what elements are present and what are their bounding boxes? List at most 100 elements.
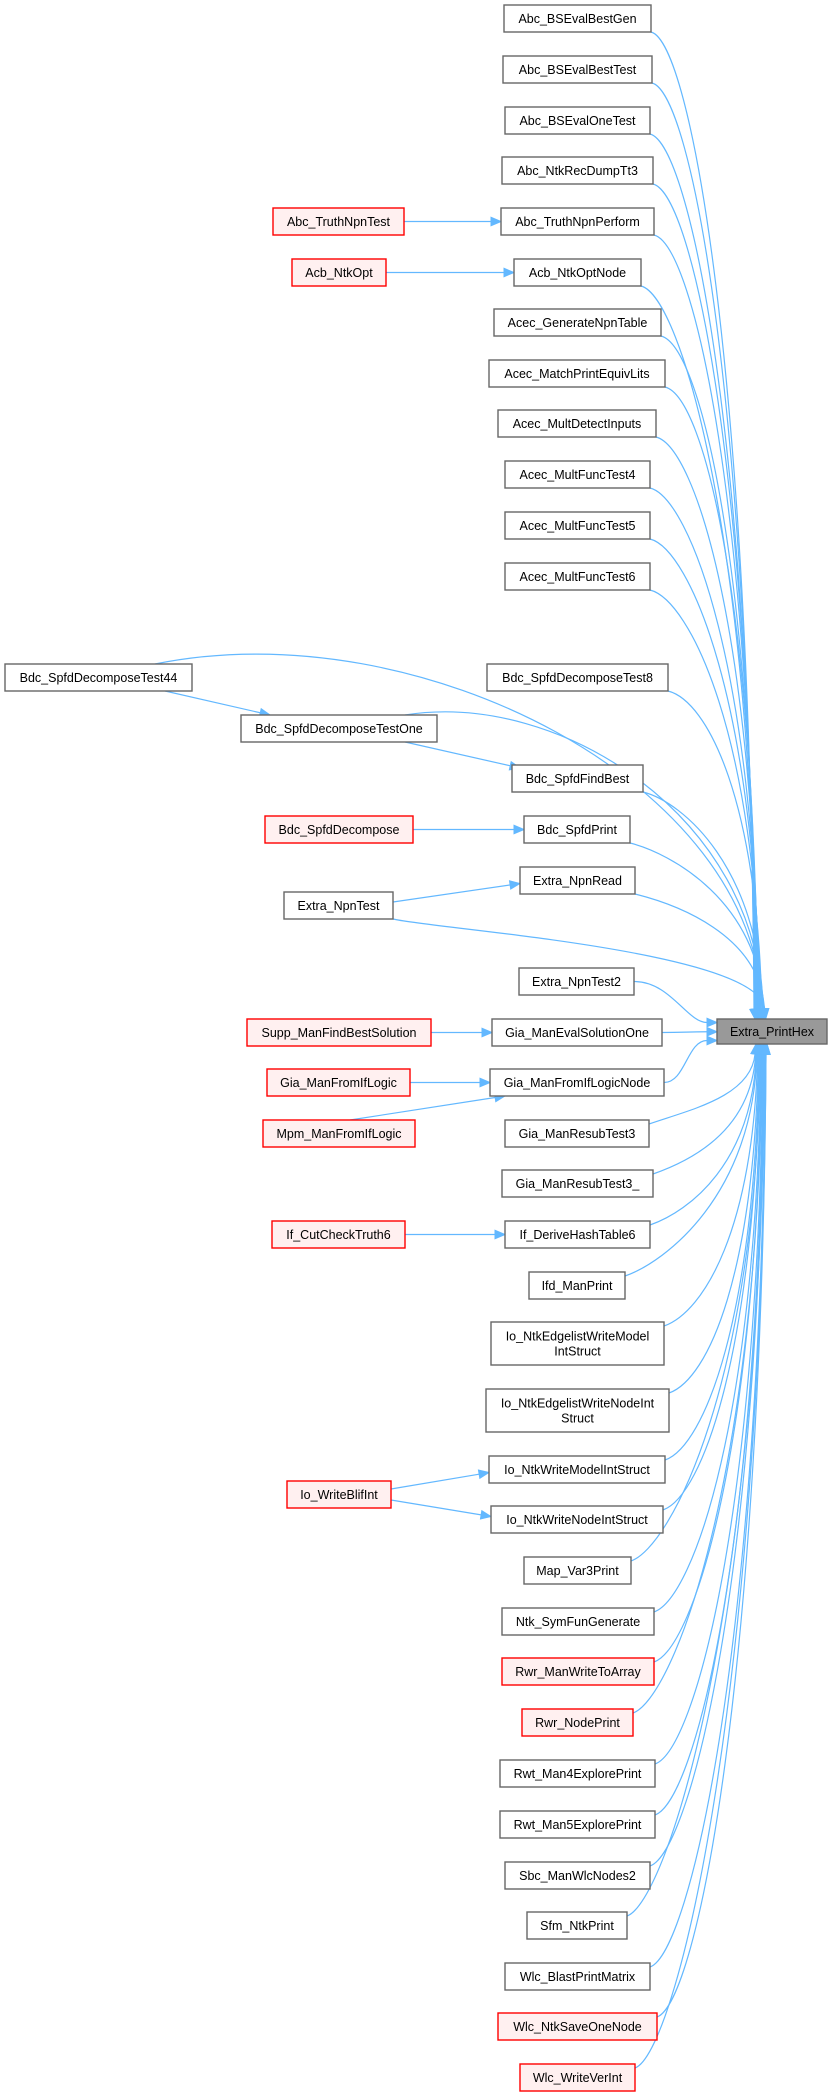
node-label: IntStruct — [554, 1345, 601, 1359]
node-label: Wlc_WriteVerInt — [533, 2071, 623, 2085]
node-abc-truthnpntest[interactable]: Abc_TruthNpnTest — [272, 207, 405, 236]
edge-mpm_manfromiflogic-to-gia_manfromiflogicnode — [349, 1096, 496, 1121]
node-label: Abc_NtkRecDumpTt3 — [517, 164, 638, 178]
node-acec-multfunctest6[interactable]: Acec_MultFuncTest6 — [504, 562, 651, 591]
node-ifd-manprint[interactable]: Ifd_ManPrint — [528, 1271, 626, 1300]
node-rwr-nodeprint[interactable]: Rwr_NodePrint — [521, 1708, 634, 1737]
node-wlc-writeverint[interactable]: Wlc_WriteVerInt — [519, 2063, 636, 2092]
node-box — [504, 511, 651, 540]
node-box — [501, 1657, 655, 1686]
node-gia-manfromiflogic[interactable]: Gia_ManFromIfLogic — [266, 1068, 411, 1097]
node-io-ntkwritemodelintstruct[interactable]: Io_NtkWriteModelIntStruct — [488, 1455, 666, 1484]
node-label: Io_NtkEdgelistWriteModel — [506, 1330, 650, 1344]
node-extra-npntest2[interactable]: Extra_NpnTest2 — [518, 967, 635, 996]
edge-ifd_manprint-to-extra_printhex — [624, 1053, 758, 1277]
node-if-derivehashtable6[interactable]: If_DeriveHashTable6 — [504, 1220, 651, 1249]
node-rwt-man5exploreprint[interactable]: Rwt_Man5ExplorePrint — [499, 1810, 656, 1839]
node-box — [521, 1708, 634, 1737]
node-box — [488, 359, 666, 388]
node-box — [490, 1321, 665, 1366]
node-bdc-spfddecompose[interactable]: Bdc_SpfdDecompose — [264, 815, 414, 844]
edge-wlc_ntksaveonenode-to-extra_printhex — [656, 1053, 767, 2018]
node-wlc-blastprintmatrix[interactable]: Wlc_BlastPrintMatrix — [504, 1962, 651, 1991]
node-box — [716, 1018, 828, 1045]
nodes-layer: Abc_BSEvalBestGenAbc_BSEvalBestTestAbc_B… — [4, 4, 828, 2092]
node-rwr-manwritetoarray[interactable]: Rwr_ManWriteToArray — [501, 1657, 655, 1686]
node-rwt-man4exploreprint[interactable]: Rwt_Man4ExplorePrint — [499, 1759, 656, 1788]
node-bdc-spfdfindbest[interactable]: Bdc_SpfdFindBest — [511, 764, 644, 793]
node-box — [266, 1068, 411, 1097]
edge-extra_npnread-to-extra_printhex — [634, 893, 765, 1010]
node-label: Struct — [561, 1412, 594, 1426]
edge-gia_manfromiflogic-to-gia_manfromiflogicnode-arrowhead — [479, 1077, 492, 1088]
node-box — [504, 106, 651, 135]
edge-io_writeblifint-to-io_ntkwritenodeintstruct — [390, 1499, 482, 1516]
node-acec-multdetectinputs[interactable]: Acec_MultDetectInputs — [497, 409, 657, 438]
node-label: Sbc_ManWlcNodes2 — [519, 1869, 636, 1883]
node-gia-manfromiflogicnode[interactable]: Gia_ManFromIfLogicNode — [489, 1068, 665, 1097]
edge-map_var3print-to-extra_printhex — [630, 1053, 762, 1562]
node-box — [501, 1169, 654, 1198]
node-bdc-spfddecomposetestone[interactable]: Bdc_SpfdDecomposeTestOne — [240, 714, 438, 743]
node-acb-ntkopt[interactable]: Acb_NtkOpt — [291, 258, 387, 287]
node-extra-npntest[interactable]: Extra_NpnTest — [283, 891, 394, 920]
node-box — [485, 1388, 670, 1433]
edge-ntk_symfungenerate-to-extra_printhex — [653, 1053, 762, 1613]
node-abc-bsevalonetest[interactable]: Abc_BSEvalOneTest — [504, 106, 651, 135]
node-if-cutchecktruth6[interactable]: If_CutCheckTruth6 — [271, 1220, 406, 1249]
node-label: Gia_ManResubTest3_ — [516, 1177, 641, 1191]
node-gia-manevalsolutionone[interactable]: Gia_ManEvalSolutionOne — [491, 1018, 663, 1047]
node-acec-matchprintequivlits[interactable]: Acec_MatchPrintEquivLits — [488, 359, 666, 388]
node-gia-manresubtest3-[interactable]: Gia_ManResubTest3_ — [501, 1169, 654, 1198]
node-label: Abc_BSEvalOneTest — [519, 114, 636, 128]
node-label: Bdc_SpfdDecomposeTest8 — [502, 671, 653, 685]
node-acec-generatenpntable[interactable]: Acec_GenerateNpnTable — [493, 308, 662, 337]
node-mpm-manfromiflogic[interactable]: Mpm_ManFromIfLogic — [262, 1119, 416, 1148]
node-label: Acec_GenerateNpnTable — [508, 316, 648, 330]
node-label: Rwt_Man5ExplorePrint — [514, 1818, 642, 1832]
edge-rwt_man4exploreprint-to-extra_printhex — [654, 1053, 764, 1765]
node-label: Acb_NtkOpt — [305, 266, 373, 280]
node-label: Mpm_ManFromIfLogic — [276, 1127, 401, 1141]
node-bdc-spfdprint[interactable]: Bdc_SpfdPrint — [523, 815, 631, 844]
node-extra-npnread[interactable]: Extra_NpnRead — [519, 866, 636, 895]
node-acec-multfunctest5[interactable]: Acec_MultFuncTest5 — [504, 511, 651, 540]
node-bdc-spfddecomposetest44[interactable]: Bdc_SpfdDecomposeTest44 — [4, 663, 193, 692]
node-label: Bdc_SpfdDecompose — [279, 823, 400, 837]
node-acec-multfunctest4[interactable]: Acec_MultFuncTest4 — [504, 460, 651, 489]
node-sfm-ntkprint[interactable]: Sfm_NtkPrint — [526, 1911, 628, 1940]
node-bdc-spfddecomposetest8[interactable]: Bdc_SpfdDecomposeTest8 — [486, 663, 669, 692]
node-wlc-ntksaveonenode[interactable]: Wlc_NtkSaveOneNode — [497, 2012, 658, 2041]
node-acb-ntkoptnode[interactable]: Acb_NtkOptNode — [513, 258, 642, 287]
edge-gia_manfromiflogicnode-to-extra_printhex — [663, 1039, 708, 1084]
node-sbc-manwlcnodes2[interactable]: Sbc_ManWlcNodes2 — [504, 1861, 651, 1890]
edge-extra_npntest-to-extra_npnread-arrowhead — [508, 880, 522, 890]
node-box — [504, 562, 651, 591]
node-box — [4, 663, 193, 692]
node-abc-bsevalbesttest[interactable]: Abc_BSEvalBestTest — [502, 55, 653, 84]
node-map-var3print[interactable]: Map_Var3Print — [523, 1556, 632, 1585]
node-label: Gia_ManResubTest3 — [519, 1127, 636, 1141]
node-io-writeblifint[interactable]: Io_WriteBlifInt — [286, 1480, 392, 1509]
edge-bdc_spfddecompose-to-bdc_spfdprint-arrowhead — [513, 824, 526, 835]
node-box — [503, 4, 652, 33]
node-io-ntkwritenodeintstruct[interactable]: Io_NtkWriteNodeIntStruct — [490, 1505, 664, 1534]
node-abc-bsevalbestgen[interactable]: Abc_BSEvalBestGen — [503, 4, 652, 33]
node-extra-printhex[interactable]: Extra_PrintHex — [716, 1018, 828, 1045]
node-label: Abc_BSEvalBestTest — [519, 63, 637, 77]
edge-if_derivehashtable6-to-extra_printhex — [649, 1053, 757, 1226]
node-gia-manresubtest3[interactable]: Gia_ManResubTest3 — [504, 1119, 650, 1148]
node-box — [262, 1119, 416, 1148]
edge-gia_manresubtest3-to-extra_printhex — [648, 1053, 756, 1125]
edge-wlc_writeverint-to-extra_printhex-arrowhead — [761, 1042, 771, 1055]
edge-gia_manresubtest3_-to-extra_printhex — [652, 1053, 757, 1175]
node-supp-manfindbestsolution[interactable]: Supp_ManFindBestSolution — [246, 1018, 432, 1047]
node-ntk-symfungenerate[interactable]: Ntk_SymFunGenerate — [501, 1607, 655, 1636]
node-box — [526, 1911, 628, 1940]
node-abc-ntkrecdumptt3[interactable]: Abc_NtkRecDumpTt3 — [501, 156, 654, 185]
node-abc-truthnpnperform[interactable]: Abc_TruthNpnPerform — [500, 207, 655, 236]
node-label: If_DeriveHashTable6 — [519, 1228, 635, 1242]
node-label: Io_NtkEdgelistWriteNodeInt — [501, 1397, 655, 1411]
